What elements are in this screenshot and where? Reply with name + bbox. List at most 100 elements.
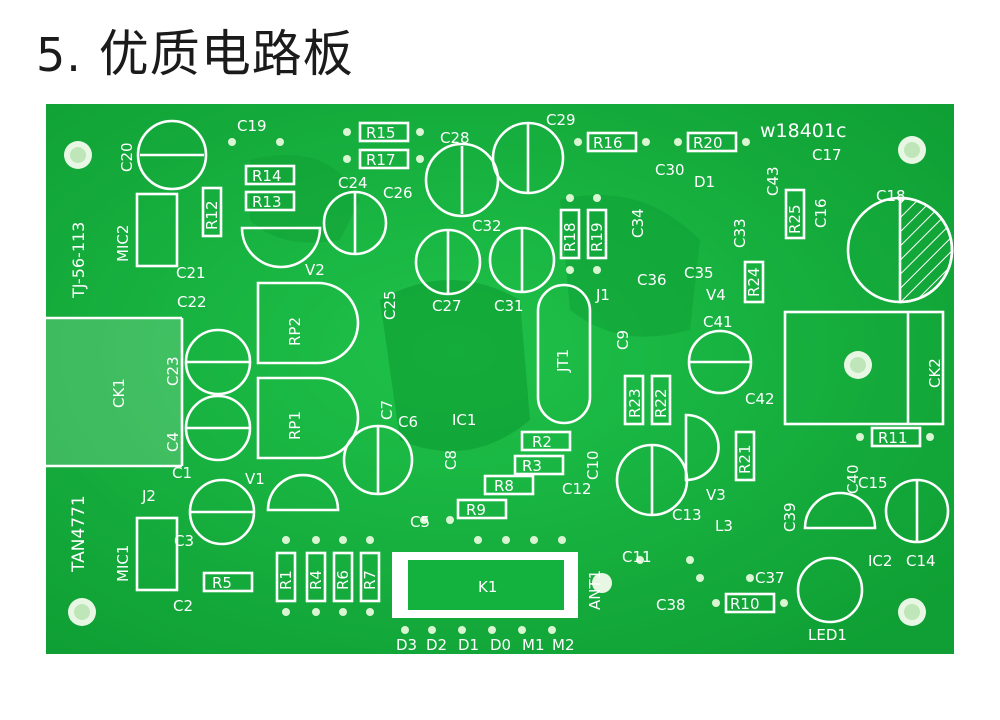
ck2-outline [783, 310, 945, 426]
label-v1: V1 [245, 470, 265, 488]
title-text: 优质电路板 [98, 25, 354, 83]
label-ck2: CK2 [926, 358, 944, 388]
label-r18: R18 [561, 222, 579, 252]
side-text-tj: TJ-56-113 [69, 222, 88, 299]
label-c2: C2 [173, 597, 193, 615]
label-c16: C16 [812, 198, 830, 228]
label-v2: V2 [305, 261, 325, 279]
label-r4: R4 [307, 570, 325, 590]
label-r24: R24 [745, 267, 763, 297]
bottom-label-m1: M1 [522, 636, 545, 654]
label-c21: C21 [176, 264, 206, 282]
label-c14: C14 [906, 552, 936, 570]
label-c3: C3 [174, 532, 194, 550]
label-ck1: CK1 [110, 378, 128, 408]
label-c35: C35 [684, 264, 714, 282]
label-j1: J1 [595, 286, 610, 304]
bottom-label-m2: M2 [552, 636, 575, 654]
label-r12: R12 [203, 200, 221, 230]
label-c9: C9 [614, 330, 632, 350]
label-l3: L3 [715, 517, 733, 535]
label-led1: LED1 [808, 626, 847, 644]
device-outlines [135, 192, 877, 624]
label-r20: R20 [693, 134, 723, 152]
label-c11: C11 [622, 548, 652, 566]
label-r1: R1 [277, 570, 295, 590]
label-r13: R13 [252, 193, 282, 211]
label-r21: R21 [736, 444, 754, 474]
label-c6: C6 [398, 413, 418, 431]
label-k1: K1 [478, 578, 497, 596]
label-r23: R23 [626, 388, 644, 418]
connector-cutout [46, 318, 182, 466]
label-r16: R16 [593, 134, 623, 152]
label-c12: C12 [562, 480, 592, 498]
label-j2: J2 [141, 487, 156, 505]
resistor-outlines [201, 121, 922, 614]
label-c27: C27 [432, 297, 462, 315]
trace-area [250, 155, 360, 243]
label-r11: R11 [878, 429, 908, 447]
label-c22: C22 [177, 293, 207, 311]
side-text-tan: TAN4771 [69, 495, 89, 573]
trace-area [560, 195, 700, 337]
label-c42: C42 [745, 390, 775, 408]
label-c18: C18 [876, 187, 906, 205]
label-r19: R19 [588, 222, 606, 252]
label-r14: R14 [252, 167, 282, 185]
label-c38: C38 [656, 596, 686, 614]
label-c7: C7 [378, 400, 396, 420]
label-c5: C5 [410, 513, 430, 531]
label-c43: C43 [764, 166, 782, 196]
capacitor-outlines [136, 119, 954, 546]
label-c30: C30 [655, 161, 685, 179]
bottom-label-d1: D1 [458, 636, 479, 654]
label-c28: C28 [440, 129, 470, 147]
label-c17: C17 [812, 146, 842, 164]
label-c40: C40 [844, 464, 862, 494]
label-ic2: IC2 [868, 552, 892, 570]
label-r10: R10 [730, 595, 760, 613]
label-c31: C31 [494, 297, 524, 315]
pads [228, 128, 934, 634]
label-c20: C20 [118, 142, 136, 172]
label-rp2: RP2 [286, 317, 304, 346]
page-title: 5. 优质电路板 [36, 14, 354, 86]
label-c37: C37 [755, 569, 785, 587]
label-r15: R15 [366, 124, 396, 142]
label-c36: C36 [637, 271, 667, 289]
label-r3: R3 [522, 457, 542, 475]
label-mic1: MIC1 [114, 545, 132, 582]
label-r8: R8 [494, 477, 514, 495]
label-jt1: JT1 [554, 349, 572, 373]
label-c39: C39 [781, 502, 799, 532]
bottom-label-d0: D0 [490, 636, 511, 654]
label-r7: R7 [361, 570, 379, 590]
label-r9: R9 [466, 501, 486, 519]
label-c33: C33 [731, 218, 749, 248]
bottom-label-d2: D2 [426, 636, 447, 654]
label-c1: C1 [172, 464, 192, 482]
label-c8: C8 [442, 450, 460, 470]
label-mic2: MIC2 [114, 225, 132, 262]
label-c34: C34 [629, 208, 647, 238]
label-ant1: ANT1 [586, 570, 604, 610]
label-c25: C25 [381, 290, 399, 320]
label-c15: C15 [858, 474, 888, 492]
label-c10: C10 [584, 450, 602, 480]
label-ic1: IC1 [452, 411, 476, 429]
label-rp1: RP1 [286, 411, 304, 440]
label-r6: R6 [334, 570, 352, 590]
label-r5: R5 [212, 574, 232, 592]
model-text: w18401c [760, 120, 846, 142]
label-c29: C29 [546, 111, 576, 129]
label-r17: R17 [366, 151, 396, 169]
label-c41: C41 [703, 313, 733, 331]
label-c26: C26 [383, 184, 413, 202]
title-number: 5. [36, 28, 82, 82]
bottom-label-d3: D3 [396, 636, 417, 654]
label-r2: R2 [532, 433, 552, 451]
label-r22: R22 [652, 388, 670, 418]
bottom-labels: D3 D2 D1 D0 M1 M2 [396, 636, 575, 654]
